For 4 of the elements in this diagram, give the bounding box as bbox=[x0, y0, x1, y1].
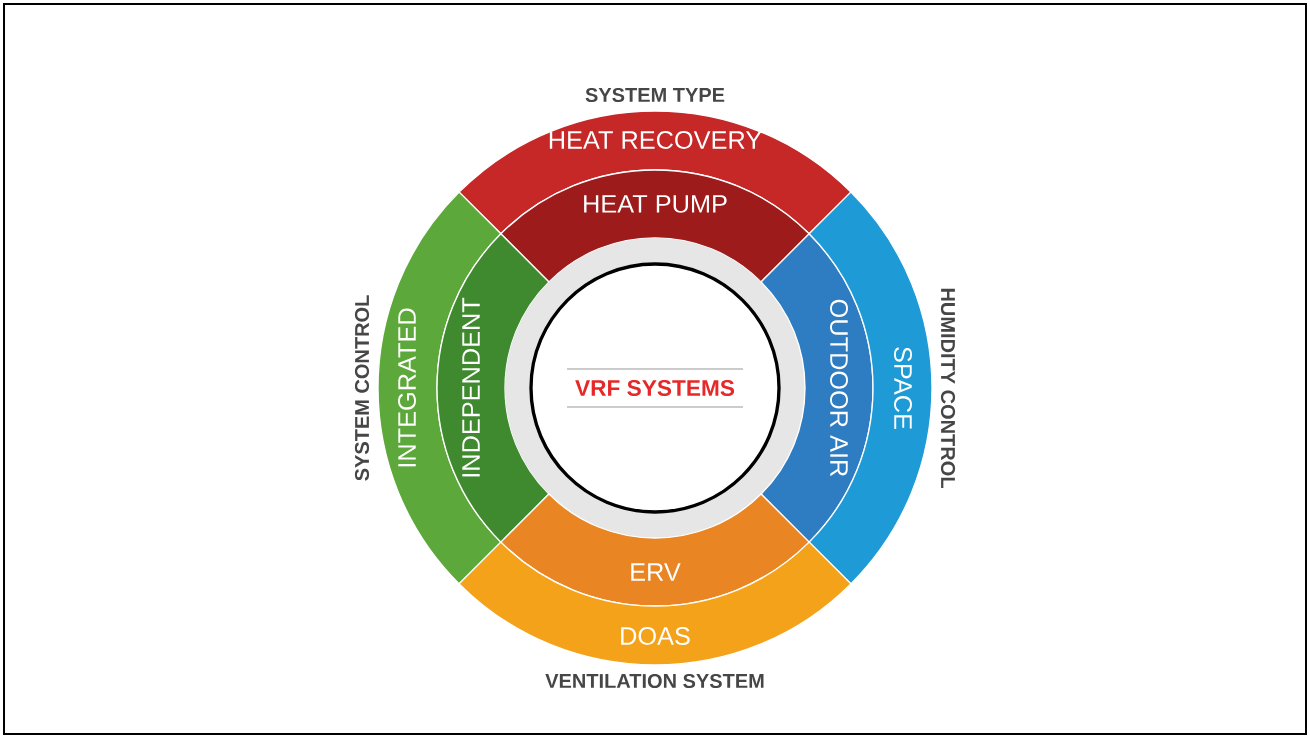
ring-segment: OUTDOOR AIR bbox=[760, 233, 874, 543]
ring-segment: ERV bbox=[500, 493, 810, 607]
ring-segment: INDEPENDENT bbox=[436, 233, 550, 543]
ring-segment: HEAT PUMP bbox=[500, 169, 810, 283]
